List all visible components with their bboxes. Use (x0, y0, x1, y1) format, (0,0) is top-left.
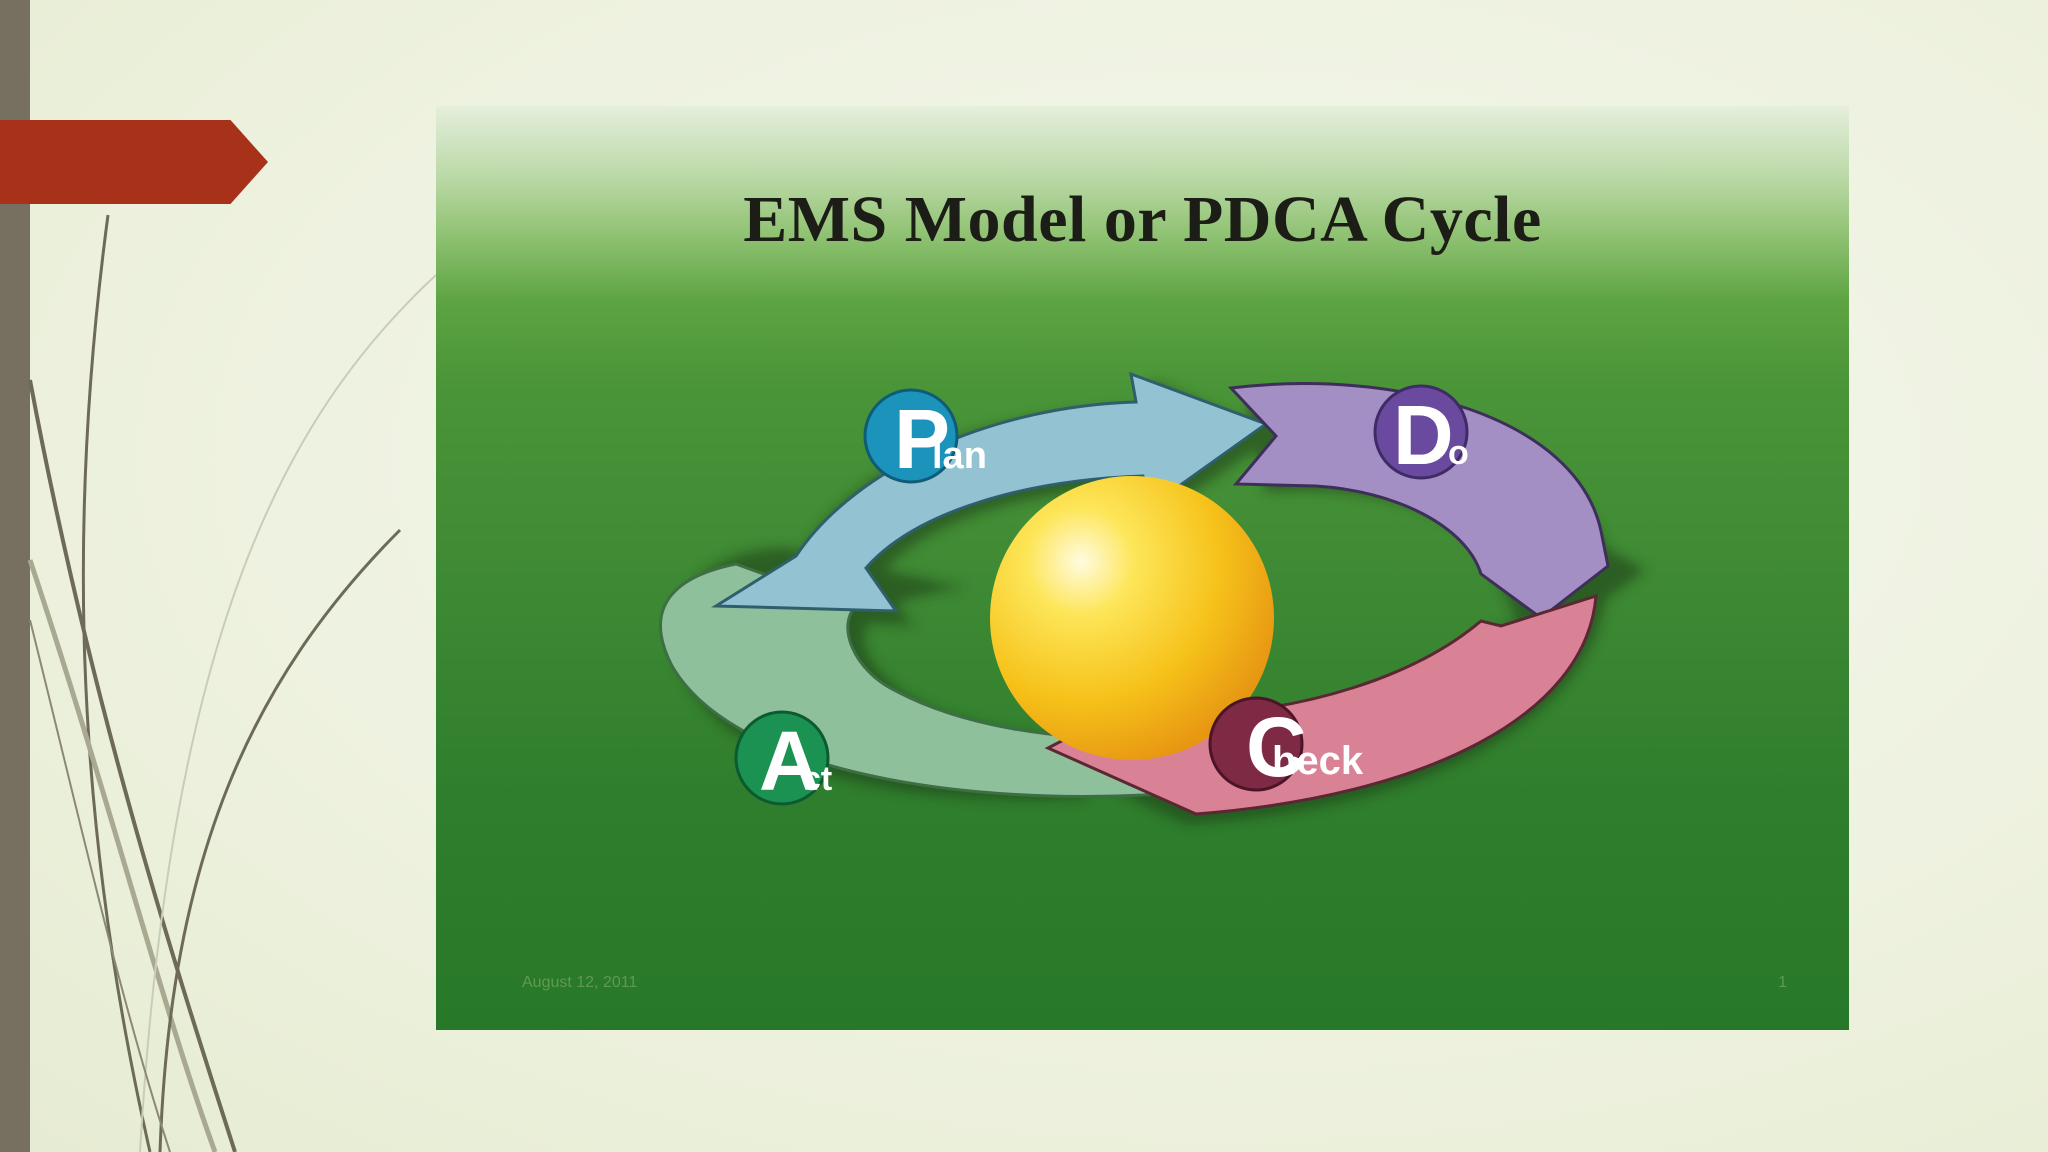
slide-title: EMS Model or PDCA Cycle (743, 183, 1542, 256)
slide-page-number: 1 (1778, 974, 1787, 991)
act-badge: A ct (734, 710, 832, 808)
plan-badge: P lan (863, 388, 987, 486)
plan-label-rest: lan (932, 435, 987, 477)
act-initial: A (759, 714, 820, 808)
check-label-rest: heck (1272, 739, 1364, 783)
center-sphere (990, 476, 1274, 760)
slide-footer-date: August 12, 2011 (522, 974, 638, 991)
check-initial: C (1246, 700, 1307, 794)
pdca-cycle-diagram: P lan D o C heck A ct (659, 371, 1646, 824)
pdca-slide-image: EMS Model or PDCA Cycle (436, 106, 1849, 1030)
decorative-swooshes (27, 214, 437, 1152)
do-badge: D o (1373, 384, 1469, 482)
do-arrow (1227, 382, 1610, 620)
check-arrow (1044, 593, 1598, 816)
check-badge: C heck (1208, 696, 1364, 794)
do-label-rest: o (1448, 434, 1469, 472)
plan-initial: P (894, 392, 950, 486)
do-initial: D (1393, 388, 1454, 482)
act-label-rest: ct (802, 760, 832, 798)
plan-arrow (710, 371, 1270, 613)
title-marker-arrow (0, 120, 268, 204)
